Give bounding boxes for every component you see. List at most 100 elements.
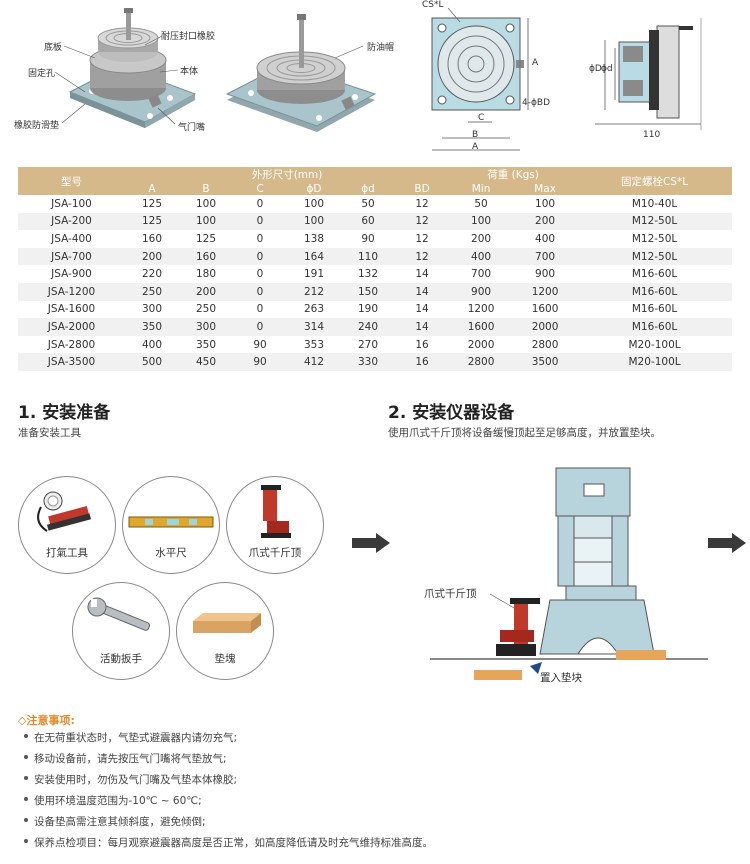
wood-block-icon <box>193 613 261 633</box>
label-body: 本体 <box>180 67 199 77</box>
notes-title: ◇注意事项: <box>18 714 75 727</box>
table-cell: 212 <box>287 282 341 301</box>
header-model: 型号 <box>18 167 125 195</box>
table-cell: 220 <box>125 265 179 283</box>
table-cell: 400 <box>449 247 514 266</box>
spirit-level-icon <box>128 516 214 528</box>
label-dim-a-bottom: A <box>472 142 479 152</box>
note-text: 保养点检项目：每月观察避震器高度是否正常，如高度降低请及时充气维持标准高度。 <box>34 837 433 849</box>
label-dim-c: C <box>478 113 485 123</box>
header-dimensions: 外形尺寸(mm) <box>125 167 450 182</box>
table-cell: 3500 <box>513 353 578 371</box>
table-cell: 200 <box>179 282 233 301</box>
table-cell: 400 <box>125 335 179 354</box>
tool-label-level: 水平尺 <box>155 547 187 559</box>
claw-jack-icon <box>261 485 291 538</box>
table-cell: 14 <box>395 282 450 301</box>
table-cell: M12-50L <box>577 230 733 248</box>
table-cell: 1200 <box>513 282 578 301</box>
bullet-icon <box>24 734 28 738</box>
table-cell: 100 <box>179 212 233 231</box>
note-text: 在无荷重状态时，气垫式避震器内请勿充气; <box>34 732 238 744</box>
machine-with-jack-illustration <box>430 467 708 688</box>
bullet-icon <box>24 797 28 801</box>
table-cell: 160 <box>125 230 179 248</box>
table-cell: M20-100L <box>577 353 733 371</box>
table-cell: 132 <box>341 265 395 283</box>
note-text: 使用环境温度范围为-10℃ ~ 60℃; <box>34 795 202 807</box>
label-rubber-pad: 橡胶防滑垫 <box>14 121 60 131</box>
product-diagram-middle: 防油帽 <box>215 0 405 150</box>
table-cell: 200 <box>125 247 179 266</box>
table-cell: 150 <box>341 282 395 301</box>
label-oil-seal-rubber: 耐压封口橡胶 <box>161 32 216 42</box>
table-cell: 0 <box>233 212 287 231</box>
label-jack: 爪式千斤顶 <box>424 588 477 600</box>
top-view-drawing <box>431 7 529 151</box>
table-cell: 450 <box>179 353 233 371</box>
table-cell: 0 <box>233 318 287 336</box>
label-dim-110: 110 <box>643 130 661 140</box>
table-cell: M12-50L <box>577 247 733 266</box>
table-cell: 1200 <box>449 300 514 319</box>
tool-label-block: 垫塊 <box>214 653 236 665</box>
bullet-icon <box>24 839 28 843</box>
table-cell: 1600 <box>513 300 578 319</box>
bullet-icon <box>24 755 28 759</box>
note-text: 移动设备前，请先按压气门嘴将气垫放气; <box>34 753 227 765</box>
table-cell: 16 <box>395 353 450 371</box>
table-cell: 14 <box>395 265 450 283</box>
arrow-right-icon-2 <box>708 533 746 553</box>
table-cell: 250 <box>179 300 233 319</box>
note-item: 在无荷重状态时，气垫式避震器内请勿充气; <box>24 730 238 745</box>
table-cell: 0 <box>233 282 287 301</box>
step2-title: 2. 安装仪器设备 <box>388 403 515 423</box>
table-cell: M16-60L <box>577 300 733 319</box>
step2-subtitle: 使用爪式千斤顶将设备缓慢顶起至足够高度，并放置垫块。 <box>388 427 661 439</box>
table-cell: 100 <box>513 195 578 213</box>
side-section-drawing <box>595 18 702 130</box>
table-cell: 50 <box>449 195 514 213</box>
table-cell: 0 <box>233 265 287 283</box>
label-oil-cap: 防油帽 <box>367 43 395 53</box>
header-min: Min <box>449 182 514 195</box>
table-cell: 330 <box>341 353 395 371</box>
tool-jack: 爪式千斤顶 <box>226 476 324 574</box>
table-cell: 2000 <box>449 335 514 354</box>
table-cell: JSA-3500 <box>18 353 125 371</box>
table-cell: 90 <box>341 230 395 248</box>
label-insert-block: 置入垫块 <box>540 672 582 684</box>
table-cell: 353 <box>287 335 341 354</box>
table-cell: 100 <box>287 195 341 213</box>
step1-subtitle: 准备安装工具 <box>18 427 81 439</box>
table-cell: JSA-2800 <box>18 335 125 354</box>
table-cell: 900 <box>513 265 578 283</box>
table-cell: 160 <box>179 247 233 266</box>
arrow-right-icon <box>352 533 390 553</box>
table-cell: M16-60L <box>577 318 733 336</box>
bullet-icon <box>24 818 28 822</box>
table-cell: JSA-100 <box>18 195 125 213</box>
dimension-drawing-top: CS*L A B C A 4-ϕBD <box>420 0 570 160</box>
header-c: C <box>233 182 287 195</box>
table-cell: 412 <box>287 353 341 371</box>
header-phi-d-big: ϕD <box>287 182 341 195</box>
table-cell: 350 <box>179 335 233 354</box>
adjustable-wrench-icon <box>87 597 151 631</box>
table-cell: 190 <box>341 300 395 319</box>
table-cell: 250 <box>125 282 179 301</box>
table-cell: 270 <box>341 335 395 354</box>
tool-pump: 打氣工具 <box>18 476 116 574</box>
table-cell: 191 <box>287 265 341 283</box>
note-item: 保养点检项目：每月观察避震器高度是否正常，如高度降低请及时充气维持标准高度。 <box>24 835 433 850</box>
table-cell: 900 <box>449 282 514 301</box>
table-cell: 12 <box>395 212 450 231</box>
